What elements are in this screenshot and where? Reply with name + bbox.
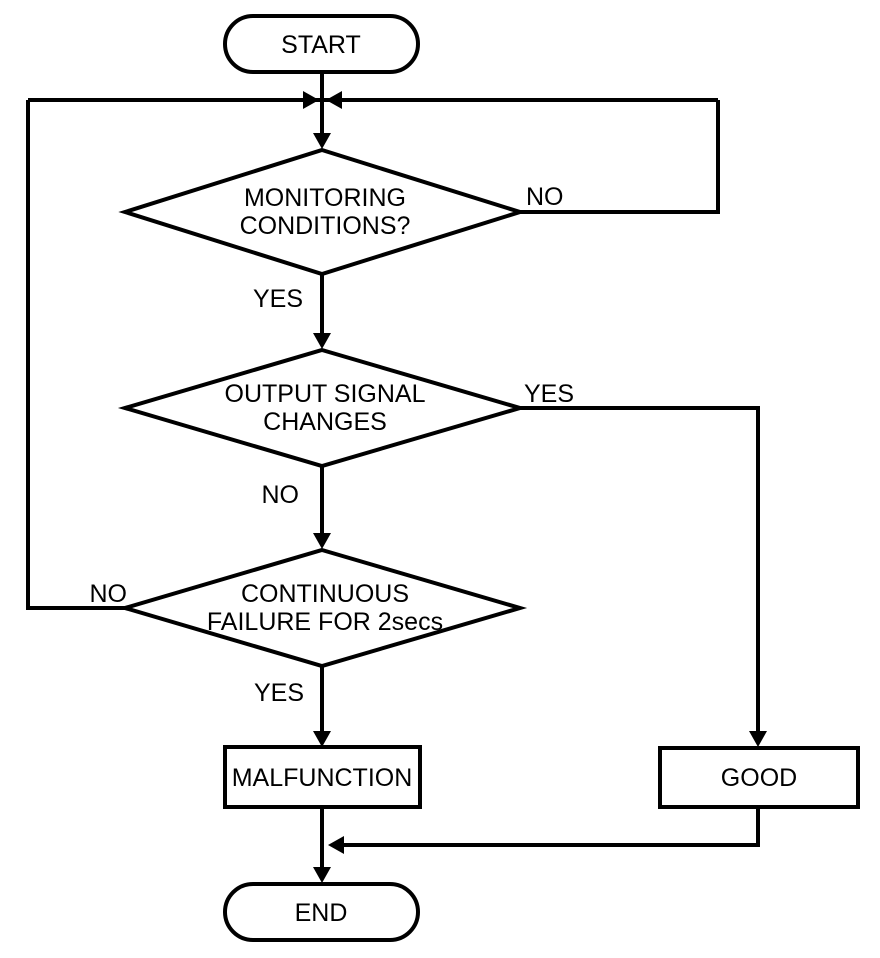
arrowhead-left-loop-into-junction xyxy=(303,91,319,109)
edge-good-to-merge xyxy=(332,807,760,847)
label-monitoring-yes: YES xyxy=(253,285,303,313)
start-node xyxy=(223,14,420,74)
decision-continuous-failure xyxy=(117,547,528,669)
good-box xyxy=(658,746,860,809)
arrowhead-into-continuous-failure xyxy=(313,533,331,549)
malfunction-box-label: MALFUNCTION xyxy=(232,764,413,792)
label-output-no: NO xyxy=(262,481,300,509)
good-box-label: GOOD xyxy=(721,764,797,792)
decision-output-signal-changes xyxy=(117,347,528,469)
decision-monitoring-conditions-line1: MONITORING xyxy=(244,184,406,212)
decision-output-signal-changes-line1: OUTPUT SIGNAL xyxy=(225,380,426,408)
decision-monitoring-conditions-line2: CONDITIONS? xyxy=(240,212,411,240)
label-monitoring-no: NO xyxy=(526,183,564,211)
end-node-label: END xyxy=(295,899,348,927)
arrowhead-into-monitoring xyxy=(313,133,331,149)
end-node xyxy=(223,882,420,942)
edge-output-yes-to-good xyxy=(520,406,760,742)
arrowhead-into-good xyxy=(749,731,767,747)
malfunction-box xyxy=(223,745,422,809)
start-node-label: START xyxy=(281,31,361,59)
label-continuous-no: NO xyxy=(90,580,128,608)
label-output-yes: YES xyxy=(524,380,574,408)
arrowhead-into-output-signal xyxy=(313,333,331,349)
decision-output-signal-changes-line2: CHANGES xyxy=(263,408,387,436)
arrowhead-good-into-merge xyxy=(328,836,344,854)
arrowhead-right-loop-into-junction xyxy=(326,91,342,109)
arrowhead-into-end xyxy=(313,867,331,883)
label-continuous-yes: YES xyxy=(254,679,304,707)
decision-monitoring-conditions xyxy=(118,147,527,277)
decision-continuous-failure-line1: CONTINUOUS xyxy=(241,580,409,608)
arrowhead-into-malfunction xyxy=(313,731,331,747)
decision-continuous-failure-line2: FAILURE FOR 2secs xyxy=(207,608,443,636)
edge-continuous-no-loop xyxy=(26,100,125,610)
edge-monitoring-no-loop xyxy=(520,100,720,214)
